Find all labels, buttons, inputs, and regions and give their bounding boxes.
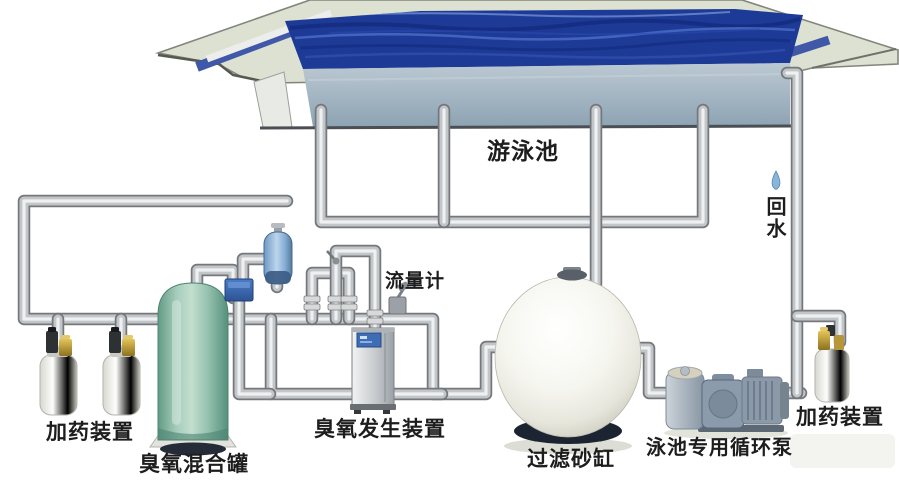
mixing-tank-bottom-shade: [158, 428, 228, 440]
pressure-tank: [263, 223, 293, 285]
waterline-highlight: [307, 73, 791, 81]
label-dosing-device-left: 加药装置: [46, 420, 134, 444]
ozone-mixing-tank: [149, 282, 237, 456]
swimming-pool-structure: [154, 0, 899, 130]
label-return-water: 回水: [763, 196, 787, 240]
mixing-tank-body: [157, 282, 229, 441]
pump-strainer-pot: [665, 371, 705, 430]
pool-wall-face: [303, 63, 790, 127]
pipe-flange: [303, 295, 384, 325]
sphere-shadow: [504, 438, 632, 454]
ozone-generator-cabinet: [350, 327, 396, 414]
pipe-treated-water-loop: [24, 201, 502, 394]
circulation-pump-unit: [664, 366, 789, 439]
arch-valve: [326, 250, 340, 265]
label-circulation-pump: 泳池专用循环泵: [646, 435, 793, 459]
pool-wall-bottom-edge: [259, 124, 794, 130]
pool-deck-edge-right: [811, 48, 897, 69]
label-dosing-device-right: 加药装置: [796, 405, 884, 429]
dosing-device-left-unit: [39, 327, 141, 416]
dosing-tank: [814, 348, 850, 403]
dosing-device-right-unit: [814, 325, 850, 403]
sphere-top-fitting: [557, 269, 587, 281]
label-swimming-pool: 游泳池: [487, 139, 559, 165]
dosing-tank: [102, 327, 141, 416]
mixing-tank-highlight: [172, 300, 181, 425]
label-flow-meter: 流量计: [385, 270, 446, 292]
label-ozone-mixing-tank: 臭氧混合罐: [139, 452, 249, 476]
pool-deck-edge-left: [157, 53, 263, 83]
motor-end-cap: [780, 382, 789, 419]
water-drop-icon: [771, 170, 781, 190]
flow-meter-valve: [388, 281, 409, 315]
dosing-tank: [39, 327, 78, 416]
ozone-injector-box: [224, 278, 254, 302]
mixing-tank-base: [160, 442, 226, 456]
watermark-area: [790, 434, 895, 468]
motor-fins: [747, 381, 773, 420]
sand-filter-sphere: [494, 267, 642, 454]
label-sand-filter: 过滤砂缸: [527, 447, 615, 471]
label-ozone-generator: 臭氧发生装置: [314, 417, 446, 441]
sphere-body: [494, 276, 642, 438]
generator-display: [356, 332, 382, 348]
